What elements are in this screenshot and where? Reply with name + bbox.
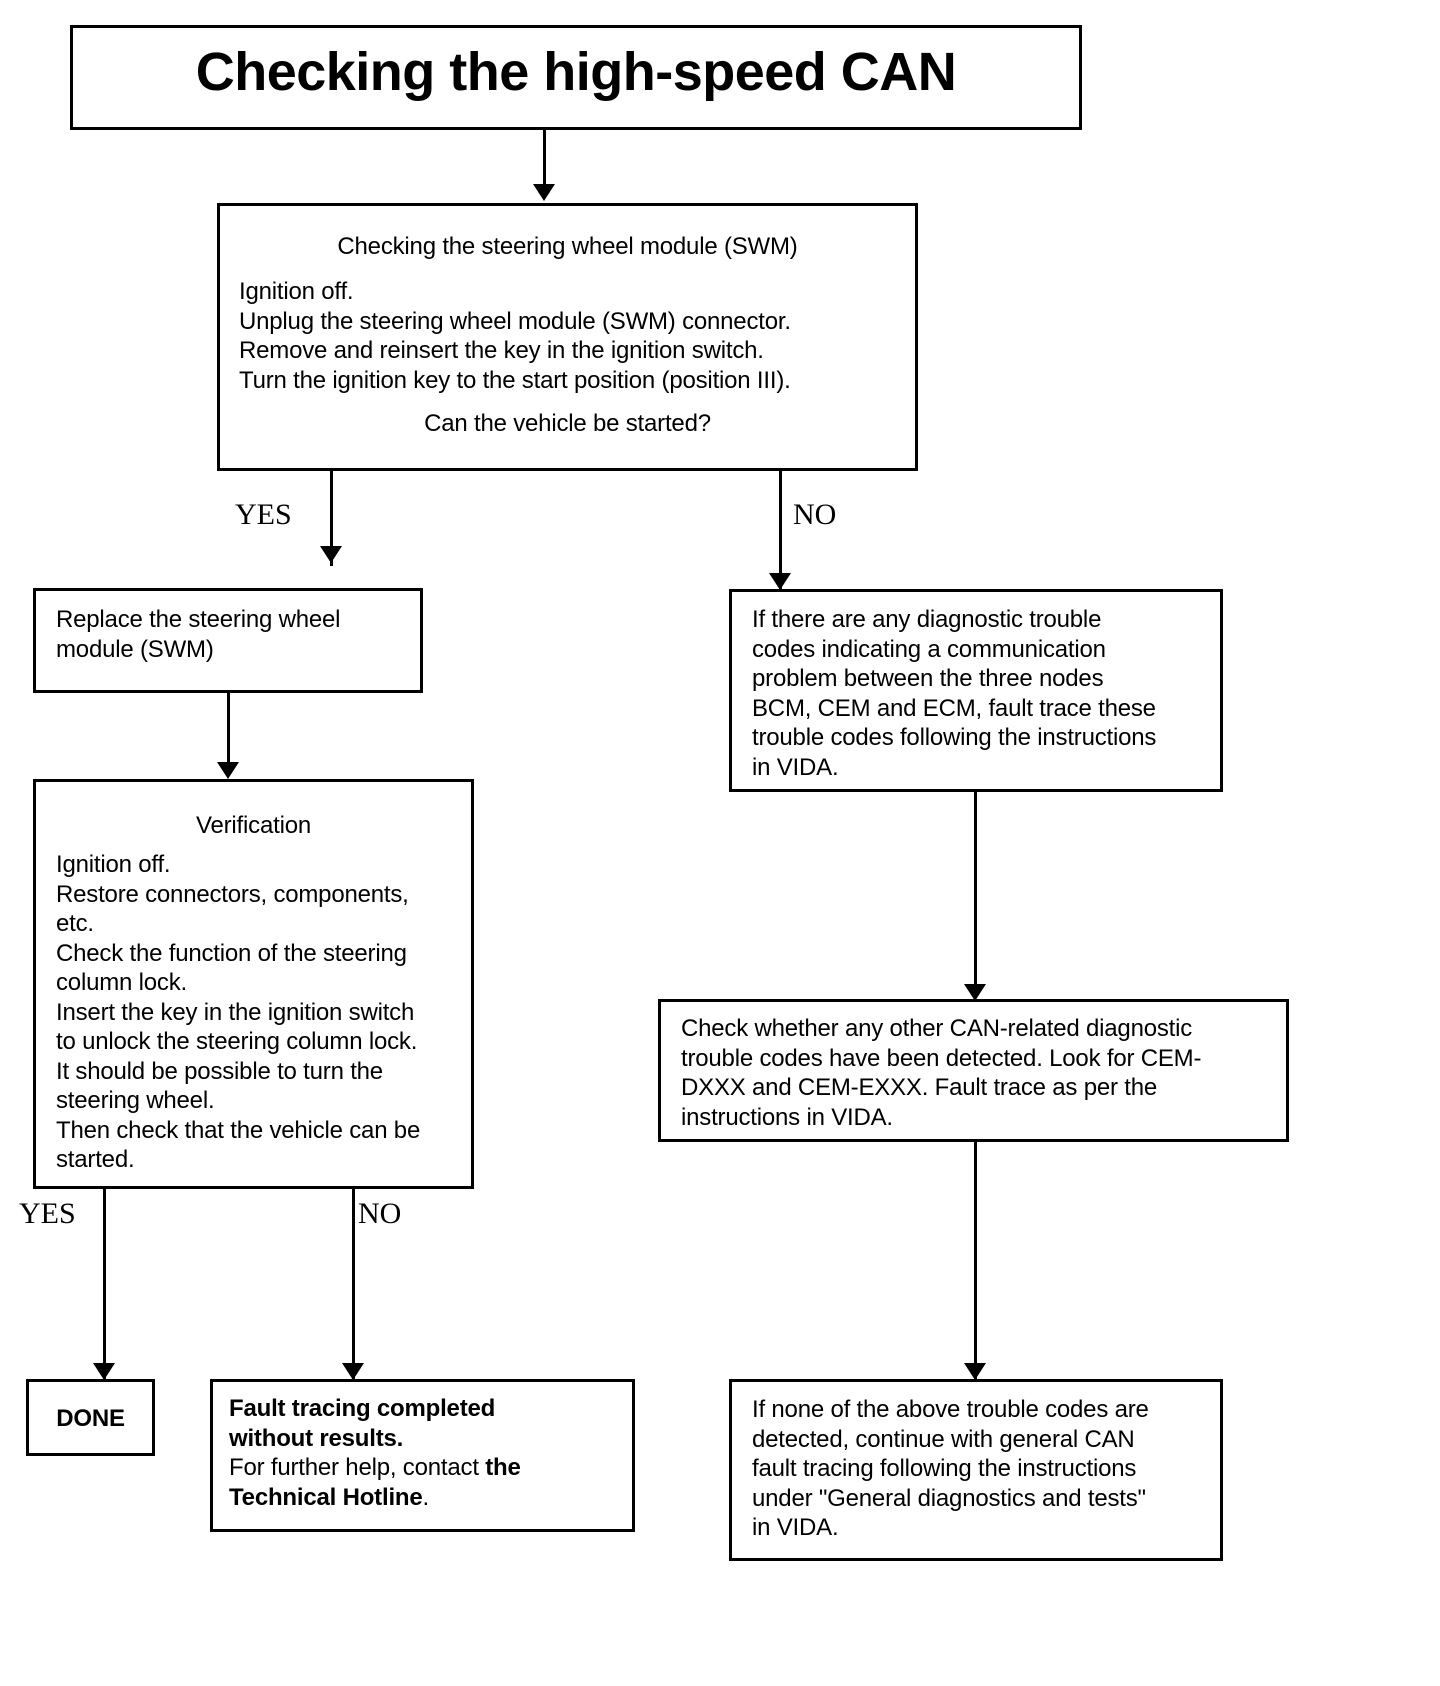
connector-replace-to-verification	[227, 693, 230, 765]
arrowhead-canrelated-to-general	[964, 1363, 986, 1380]
connector-swm-yes	[330, 471, 333, 566]
verification-heading: Verification	[196, 812, 311, 839]
swm-check-heading: Checking the steering wheel module (SWM)	[337, 233, 798, 260]
arrowhead-verify-yes	[93, 1363, 115, 1380]
verification-body: Ignition off. Restore connectors, compon…	[56, 851, 421, 1173]
arrowhead-title-to-swm	[533, 184, 555, 201]
node-title-box: Checking the high-speed CAN	[70, 25, 1082, 130]
node-general-can: If none of the above trouble codes are d…	[729, 1379, 1223, 1561]
node-fault-tracing: Fault tracing completed without results.…	[210, 1379, 635, 1532]
arrowhead-swm-yes	[320, 546, 342, 563]
fault-tracing-detail: For further help, contact the Technical …	[229, 1453, 624, 1512]
fault-tracing-prefix: For further help, contact	[229, 1454, 486, 1481]
swm-check-body: Ignition off. Unplug the steering wheel …	[239, 278, 791, 394]
node-can-related-check: Check whether any other CAN-related diag…	[658, 999, 1289, 1142]
done-label: DONE	[56, 1405, 125, 1432]
arrowhead-swm-no	[769, 573, 791, 590]
general-can-body: If none of the above trouble codes are d…	[752, 1396, 1149, 1541]
branch-label-swm-no: NO	[793, 498, 837, 531]
connector-title-to-swm	[543, 130, 546, 187]
fault-tracing-bold-line: Fault tracing completed without results.	[229, 1395, 496, 1452]
connector-dtc-to-canrelated	[974, 792, 977, 991]
fault-tracing-suffix: .	[422, 1483, 430, 1511]
can-related-check-body: Check whether any other CAN-related diag…	[681, 1015, 1202, 1131]
node-verification: Verification Ignition off. Restore conne…	[33, 779, 474, 1189]
branch-label-verify-yes: YES	[19, 1197, 76, 1230]
connector-canrelated-to-general	[974, 1142, 977, 1383]
dtc-check-body: If there are any diagnostic trouble code…	[752, 606, 1157, 781]
fault-tracing-text: Fault tracing completed without results.…	[229, 1394, 624, 1512]
connector-swm-no	[779, 471, 782, 593]
swm-check-question: Can the vehicle be started?	[424, 410, 711, 437]
page-title: Checking the high-speed CAN	[195, 42, 957, 102]
node-swm-check: Checking the steering wheel module (SWM)…	[217, 203, 918, 471]
arrowhead-dtc-to-canrelated	[964, 984, 986, 1001]
branch-label-swm-yes: YES	[235, 498, 292, 531]
node-done: DONE	[26, 1379, 155, 1456]
branch-label-verify-no: NO	[358, 1197, 402, 1230]
connector-verify-yes	[103, 1189, 106, 1383]
node-dtc-check: If there are any diagnostic trouble code…	[729, 589, 1223, 792]
arrowhead-verify-no	[342, 1363, 364, 1380]
connector-verify-no	[352, 1189, 355, 1383]
fault-tracing-emphasis: the Technical Hotline	[229, 1454, 521, 1511]
arrowhead-replace-to-verification	[217, 762, 239, 779]
replace-swm-body: Replace the steering wheel module (SWM)	[56, 606, 341, 663]
node-replace-swm: Replace the steering wheel module (SWM)	[33, 588, 423, 693]
